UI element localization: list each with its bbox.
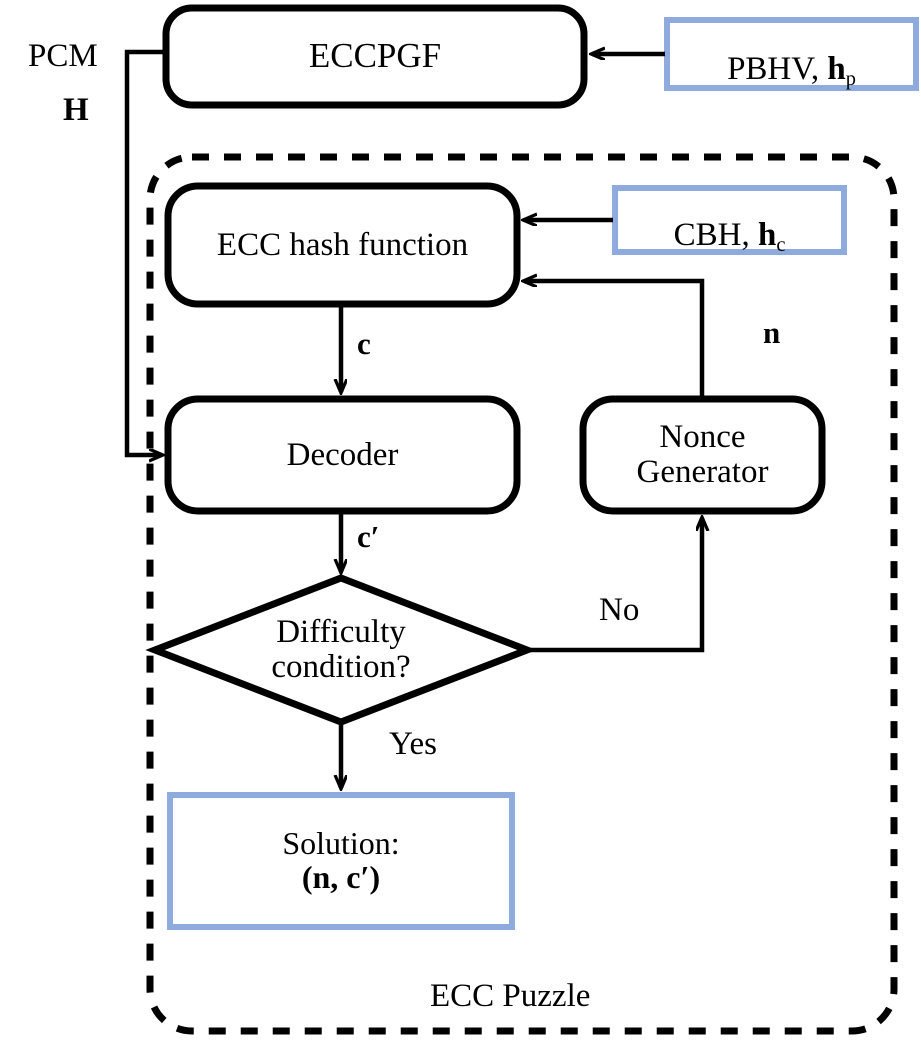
- pbhv-subscript: p: [845, 68, 856, 91]
- edge-difficulty-no-to-nonce: [527, 518, 702, 653]
- branch-no-label: No: [599, 592, 639, 629]
- nonce-label: n: [763, 315, 780, 351]
- solution-text-line1: Solution:: [282, 825, 400, 862]
- cbh-subscript: c: [776, 234, 786, 257]
- ecc-hash-box-label[interactable]: ECC hash function: [168, 186, 517, 304]
- pbhv-symbol: h: [827, 51, 846, 88]
- pbhv-text-group: PBHV, hp: [727, 17, 856, 90]
- pcm-label-line2: H: [63, 92, 89, 129]
- eccpgf-text: ECCPGF: [308, 36, 442, 76]
- cbh-text-group: CBH, hc: [674, 183, 786, 256]
- difficulty-diamond-label[interactable]: Difficulty condition?: [191, 580, 491, 720]
- ecc-puzzle-container-label: ECC Puzzle: [430, 978, 590, 1015]
- pcm-label-line1: PCM: [28, 38, 98, 75]
- pcm-matrix-symbol: H: [63, 92, 89, 128]
- branch-no-text: No: [599, 592, 640, 628]
- codeword-symbol: c: [357, 326, 371, 361]
- pcm-text: PCM: [28, 38, 98, 74]
- eccpgf-box-label[interactable]: ECCPGF: [166, 8, 584, 105]
- pbhv-text: PBHV,: [727, 51, 828, 88]
- edge-pcm-h: [124, 49, 166, 455]
- nonce-symbol: n: [763, 315, 781, 350]
- ecc-hash-text: ECC hash function: [216, 226, 469, 263]
- decoder-text: Decoder: [286, 436, 399, 473]
- decoder-box-label[interactable]: Decoder: [168, 399, 517, 511]
- difficulty-text: Difficulty condition?: [271, 614, 411, 685]
- decoded-codeword-symbol: c′: [357, 519, 380, 554]
- branch-yes-label: Yes: [389, 726, 437, 763]
- ecc-puzzle-caption-text: ECC Puzzle: [430, 978, 591, 1014]
- nonce-generator-text: Nonce Generator: [636, 419, 769, 490]
- cbh-box-label[interactable]: CBH, hc: [615, 188, 844, 256]
- codeword-label: c: [357, 326, 371, 362]
- decoded-codeword-label: c′: [357, 519, 379, 555]
- nonce-generator-box-label[interactable]: Nonce Generator: [583, 399, 822, 511]
- solution-box-label[interactable]: Solution: (n, c′): [170, 795, 512, 927]
- edge-nonce-to-ecc-hash: [524, 281, 705, 399]
- cbh-text: CBH,: [673, 217, 758, 254]
- solution-text-line2: (n, c′): [301, 859, 381, 895]
- cbh-symbol: h: [757, 217, 777, 254]
- branch-yes-text: Yes: [389, 726, 438, 762]
- pbhv-box-label[interactable]: PBHV, hp: [667, 17, 916, 90]
